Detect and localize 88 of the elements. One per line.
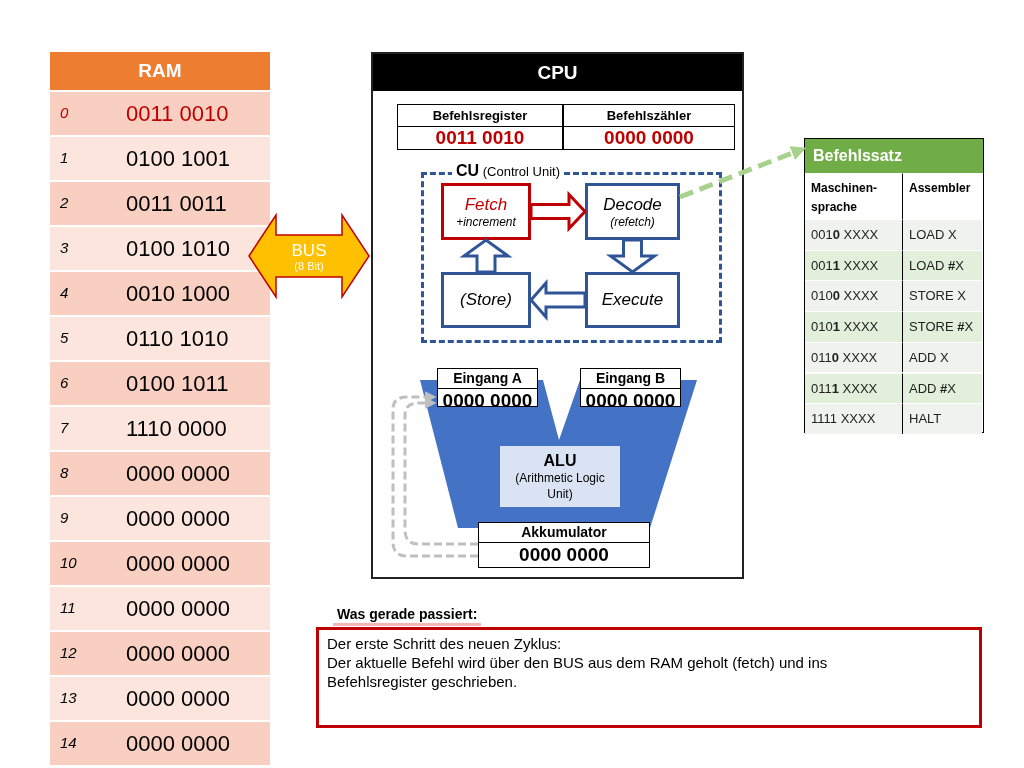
alu-description: (Arithmetic Logic Unit) bbox=[514, 469, 606, 502]
status-text: Der erste Schritt des neuen Zyklus: bbox=[327, 634, 563, 653]
alu-title: ALU bbox=[543, 451, 577, 470]
bus-width: (8 Bit) bbox=[294, 259, 324, 272]
cpu-panel bbox=[371, 52, 744, 579]
cpu-header: CPU bbox=[373, 54, 742, 91]
machine-code: 0100 XXXX bbox=[805, 280, 903, 312]
block-arrow bbox=[459, 238, 513, 274]
block-arrow bbox=[529, 190, 588, 233]
memory-value: 1110 0000 bbox=[126, 416, 227, 442]
register-label: Akkumulator bbox=[479, 523, 649, 543]
memory-address: 4 bbox=[60, 284, 69, 301]
step-box bbox=[441, 272, 531, 328]
memory-value: 0011 0011 bbox=[126, 191, 227, 217]
bus-double-arrow bbox=[248, 213, 370, 299]
dashed-arrow bbox=[679, 146, 807, 200]
memory-value: 0100 1010 bbox=[126, 236, 230, 262]
instruction-table bbox=[804, 138, 984, 433]
step-name: Decode bbox=[603, 194, 662, 215]
assembler-instruction: STORE #X bbox=[903, 311, 982, 342]
register-box bbox=[478, 522, 650, 568]
assembler-instruction: ADD X bbox=[903, 341, 982, 373]
assembler-instruction: STORE X bbox=[903, 280, 982, 312]
memory-value: 0000 0000 bbox=[126, 461, 230, 487]
register-label: Eingang A bbox=[438, 369, 537, 389]
register-value: 0011 0010 bbox=[434, 127, 526, 149]
dashed-arrow bbox=[403, 397, 478, 546]
section-heading: Was gerade passiert: bbox=[333, 606, 482, 626]
register-label: Befehlszähler bbox=[564, 105, 734, 127]
machine-code: 1111 XXXX bbox=[805, 403, 903, 434]
block-arrow bbox=[529, 279, 587, 321]
register-box bbox=[397, 104, 563, 150]
assembler-instruction: LOAD #X bbox=[903, 249, 982, 281]
memory-address: 1 bbox=[60, 149, 69, 166]
assembler-instruction: ADD #X bbox=[903, 372, 982, 404]
register-box bbox=[563, 104, 735, 150]
memory-address: 0 bbox=[60, 104, 69, 121]
step-note: (refetch) bbox=[610, 214, 655, 229]
table-header: Befehlssatz bbox=[805, 139, 983, 173]
machine-code: 0011 XXXX bbox=[805, 249, 903, 281]
step-name: Fetch bbox=[464, 194, 508, 215]
dashed-arrow bbox=[391, 391, 478, 558]
memory-address: 10 bbox=[60, 554, 77, 571]
memory-value: 0011 0010 bbox=[126, 101, 229, 127]
step-box bbox=[441, 183, 531, 240]
register-value: 0000 0000 bbox=[603, 127, 695, 149]
register-box bbox=[580, 368, 681, 407]
memory-address: 11 bbox=[60, 599, 76, 616]
bus-label: BUS bbox=[291, 240, 327, 260]
memory-value: 0000 0000 bbox=[126, 596, 230, 622]
step-name: Execute bbox=[601, 290, 664, 310]
memory-value: 0010 1000 bbox=[126, 281, 230, 307]
memory-value: 0100 1011 bbox=[126, 371, 229, 397]
memory-value: 0110 1010 bbox=[126, 326, 229, 352]
memory-address: 13 bbox=[60, 689, 77, 706]
register-label: Eingang B bbox=[581, 369, 680, 389]
machine-code: 0101 XXXX bbox=[805, 311, 903, 342]
register-value: 0000 0000 bbox=[518, 543, 610, 566]
memory-address: 12 bbox=[60, 644, 77, 661]
machine-code: 0010 XXXX bbox=[805, 219, 903, 250]
memory-value: 0000 0000 bbox=[126, 686, 230, 712]
register-box bbox=[437, 368, 538, 407]
table-header: RAM bbox=[50, 52, 270, 90]
memory-address: 3 bbox=[60, 239, 69, 256]
step-name: (Store) bbox=[460, 290, 512, 310]
memory-value: 0000 0000 bbox=[126, 641, 230, 667]
step-box bbox=[585, 272, 680, 328]
step-note: +increment bbox=[456, 214, 516, 229]
status-text: Der aktuelle Befehl wird über den BUS aus dem RAM geholt (fetch) und ins Befehlsregister geschrieben. bbox=[327, 653, 829, 691]
memory-address: 9 bbox=[60, 509, 69, 526]
machine-code: 0110 XXXX bbox=[805, 341, 903, 373]
memory-address: 14 bbox=[60, 734, 77, 751]
machine-code: 0111 XXXX bbox=[805, 372, 903, 404]
unit-title: CU (Control Unit) bbox=[452, 162, 565, 181]
memory-value: 0000 0000 bbox=[126, 506, 230, 532]
step-box bbox=[585, 183, 680, 240]
block-arrow bbox=[605, 238, 660, 274]
assembler-instruction: HALT bbox=[903, 403, 982, 434]
memory-address: 2 bbox=[60, 194, 69, 211]
assembler-instruction: LOAD X bbox=[903, 219, 982, 250]
memory-value: 0100 1001 bbox=[126, 146, 230, 172]
memory-address: 8 bbox=[60, 464, 69, 481]
memory-address: 7 bbox=[60, 419, 69, 436]
memory-address: 5 bbox=[60, 329, 69, 346]
memory-address: 6 bbox=[60, 374, 69, 391]
register-label: Befehlsregister bbox=[398, 105, 562, 127]
memory-value: 0000 0000 bbox=[126, 731, 230, 757]
memory-value: 0000 0000 bbox=[126, 551, 230, 577]
